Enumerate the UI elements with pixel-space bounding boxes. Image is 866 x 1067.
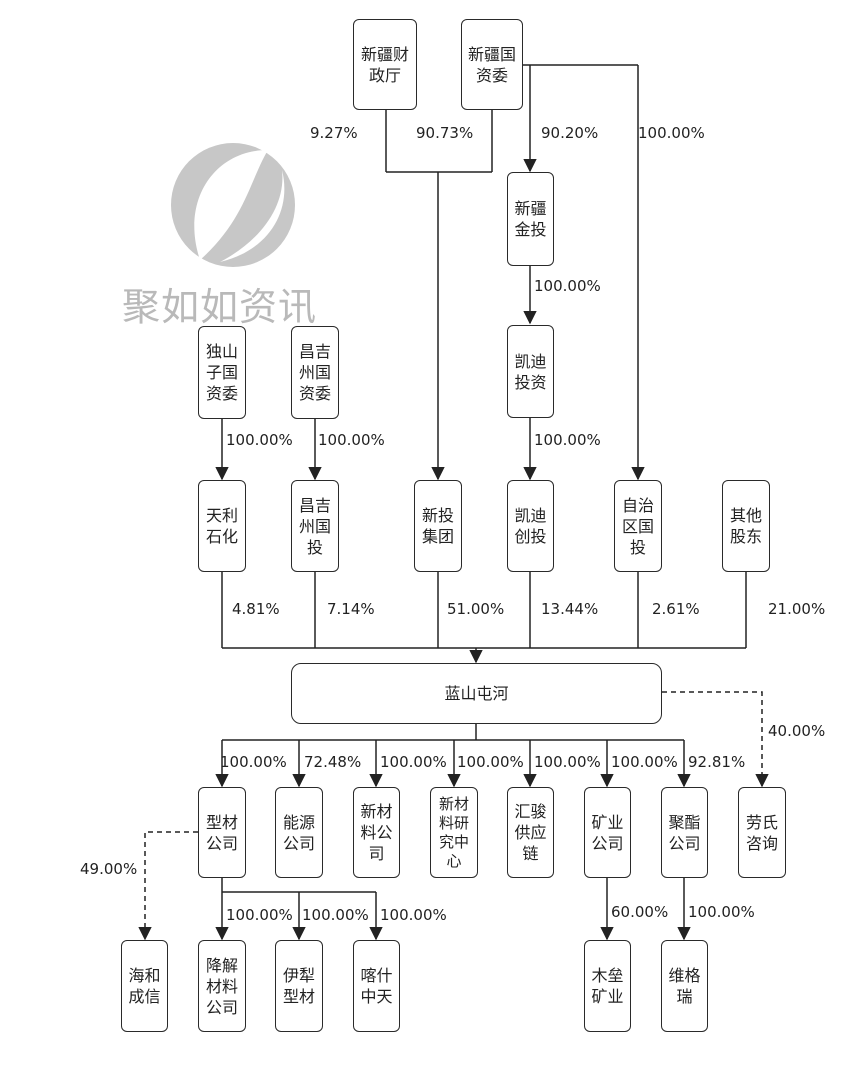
node-juzhi-company[interactable]: 聚酯 公司 bbox=[661, 787, 708, 878]
node-jiangjie-company[interactable]: 降解 材料 公司 bbox=[198, 940, 246, 1032]
pct-label: 100.00% bbox=[638, 124, 705, 142]
node-laoshi-consulting[interactable]: 劳氏 咨询 bbox=[738, 787, 786, 878]
pct-label: 72.48% bbox=[304, 753, 362, 771]
pct-label: 13.44% bbox=[541, 600, 599, 618]
pct-label: 7.14% bbox=[327, 600, 375, 618]
node-xj-finance[interactable]: 新疆财 政厅 bbox=[353, 19, 417, 110]
pct-label: 100.00% bbox=[226, 431, 293, 449]
pct-label: 60.00% bbox=[611, 903, 669, 921]
pct-label: 4.81% bbox=[232, 600, 280, 618]
pct-label: 100.00% bbox=[380, 906, 447, 924]
node-lanshan-tunhe[interactable]: 蓝山屯河 bbox=[291, 663, 662, 724]
node-other-shareholders[interactable]: 其他 股东 bbox=[722, 480, 770, 572]
node-huijun-supply[interactable]: 汇骏 供应 链 bbox=[507, 787, 554, 878]
node-kaidi-chuangtou[interactable]: 凯迪 创投 bbox=[507, 480, 554, 572]
node-kuangye-company[interactable]: 矿业 公司 bbox=[584, 787, 631, 878]
pct-label: 49.00% bbox=[80, 860, 138, 878]
pct-label: 100.00% bbox=[318, 431, 385, 449]
pct-label: 100.00% bbox=[688, 903, 755, 921]
pct-label: 100.00% bbox=[611, 753, 678, 771]
node-kashi-zhongtian[interactable]: 喀什 中天 bbox=[353, 940, 400, 1032]
node-haihe-chengxin[interactable]: 海和 成信 bbox=[121, 940, 168, 1032]
pct-label: 100.00% bbox=[220, 753, 287, 771]
node-nengyuan-company[interactable]: 能源 公司 bbox=[275, 787, 323, 878]
pct-label: 21.00% bbox=[768, 600, 826, 618]
pct-label: 51.00% bbox=[447, 600, 505, 618]
watermark-text: 聚如如资讯 bbox=[122, 285, 318, 329]
pct-label: 100.00% bbox=[380, 753, 447, 771]
node-changji-guotou[interactable]: 昌吉 州国 投 bbox=[291, 480, 339, 572]
pct-label: 9.27% bbox=[310, 124, 358, 142]
node-changji-sasac[interactable]: 昌吉 州国 资委 bbox=[291, 326, 339, 419]
node-yili-xingcai[interactable]: 伊犁 型材 bbox=[275, 940, 323, 1032]
node-tianli[interactable]: 天利 石化 bbox=[198, 480, 246, 572]
edge-to-laoshi bbox=[662, 691, 769, 788]
node-xintou-group[interactable]: 新投 集团 bbox=[414, 480, 462, 572]
pct-label: 100.00% bbox=[534, 431, 601, 449]
pct-label: 40.00% bbox=[768, 722, 826, 740]
coffee-bean-logo bbox=[171, 143, 295, 267]
pct-label: 100.00% bbox=[457, 753, 524, 771]
node-research-center[interactable]: 新材 料研 究中 心 bbox=[430, 787, 478, 878]
pct-label: 90.73% bbox=[416, 124, 474, 142]
pct-label: 100.00% bbox=[226, 906, 293, 924]
pct-label: 2.61% bbox=[652, 600, 700, 618]
node-zizhiqu-guotou[interactable]: 自治 区国 投 bbox=[614, 480, 662, 572]
node-dushanzi-sasac[interactable]: 独山 子国 资委 bbox=[198, 326, 246, 419]
pct-label: 100.00% bbox=[534, 277, 601, 295]
pct-label: 90.20% bbox=[541, 124, 599, 142]
node-xingcai-company[interactable]: 型材 公司 bbox=[198, 787, 246, 878]
node-kaidi-investment[interactable]: 凯迪 投资 bbox=[507, 325, 554, 418]
edge-to-haihe bbox=[138, 831, 198, 941]
node-xj-sasac[interactable]: 新疆国 资委 bbox=[461, 19, 523, 110]
pct-label: 92.81% bbox=[688, 753, 746, 771]
node-xincailiao-company[interactable]: 新材 料公 司 bbox=[353, 787, 400, 878]
node-mulei-kuangye[interactable]: 木垒 矿业 bbox=[584, 940, 631, 1032]
node-xj-jintou[interactable]: 新疆 金投 bbox=[507, 172, 554, 266]
pct-label: 100.00% bbox=[302, 906, 369, 924]
node-weigerui[interactable]: 维格 瑞 bbox=[661, 940, 708, 1032]
pct-label: 100.00% bbox=[534, 753, 601, 771]
